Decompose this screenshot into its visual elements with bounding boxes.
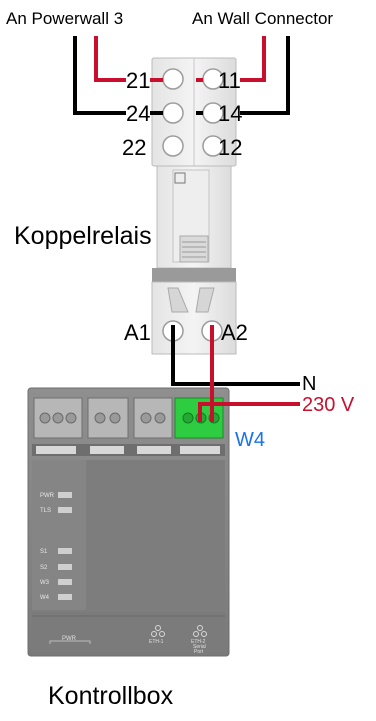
label-coupling-relay: Koppelrelais <box>14 222 152 250</box>
label-control-box: Kontrollbox <box>48 682 174 710</box>
power-port: PWR <box>49 636 91 644</box>
label-powerwall: An Powerwall 3 <box>6 9 123 28</box>
label-port: Port <box>194 649 204 655</box>
svg-text:PWR: PWR <box>62 636 77 642</box>
label-neutral: N <box>302 373 316 395</box>
terminal-14: 14 <box>218 101 242 126</box>
terminal-11: 11 <box>218 68 241 93</box>
label-eth1: ETH-1 <box>149 639 164 645</box>
led-label-w4: W4 <box>40 595 50 601</box>
label-w4: W4 <box>235 429 265 451</box>
led-label-w3: W3 <box>40 580 50 586</box>
ethernet-icon <box>151 625 207 637</box>
relay-terminal-labels: 21 11 24 14 22 12 A1 A2 <box>122 68 248 345</box>
led-label-s1: S1 <box>40 549 48 555</box>
terminal-22: 22 <box>122 135 146 160</box>
connector-blocks <box>33 397 224 439</box>
label-wall-connector: An Wall Connector <box>192 9 333 28</box>
label-eth2: ETH-2 <box>191 639 206 645</box>
led-label-tls: TLS <box>40 508 51 514</box>
terminal-12: 12 <box>218 135 242 160</box>
led-label-s2: S2 <box>40 565 48 571</box>
status-leds <box>58 492 72 600</box>
terminal-a2: A2 <box>221 320 248 345</box>
wires <box>73 36 300 422</box>
led-label-pwr: PWR <box>40 493 55 499</box>
terminal-a1: A1 <box>124 320 151 345</box>
coupling-relay <box>151 57 237 355</box>
label-230v: 230 V <box>302 394 355 416</box>
terminal-21: 21 <box>126 68 150 93</box>
terminal-24: 24 <box>126 101 150 126</box>
label-serial: Serial <box>193 644 206 650</box>
terminal-screws-top <box>162 68 224 157</box>
control-box: PWR TLS S1 S2 W3 W4 PWR ETH-1 ETH-2 Ser <box>27 387 230 657</box>
